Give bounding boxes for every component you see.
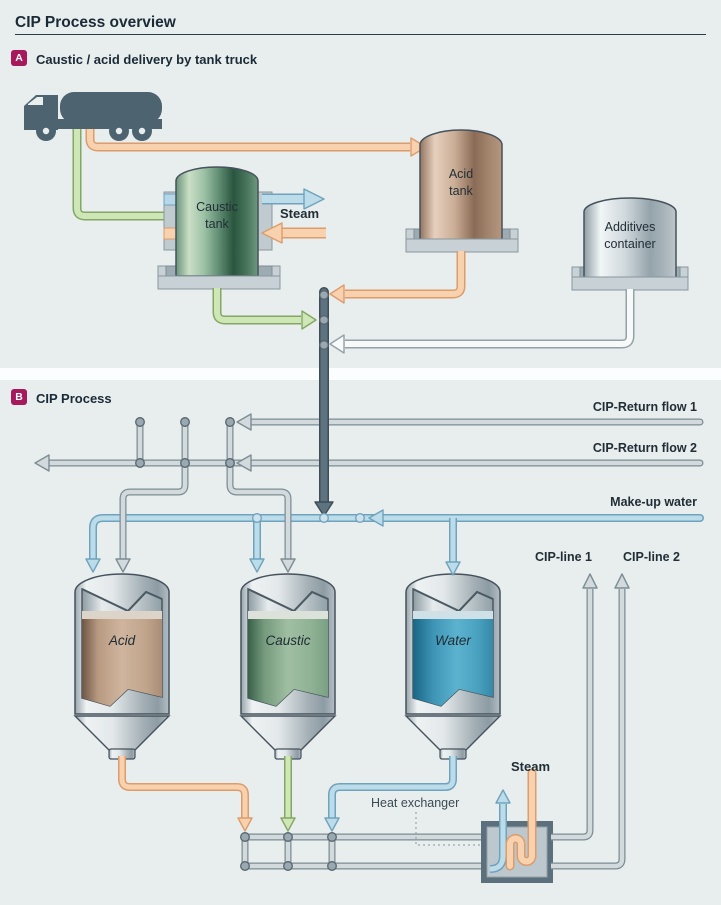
transfer-pipe-additives	[329, 289, 630, 354]
steam-label-bottom: Steam	[511, 759, 551, 774]
make-up-water-label: Make-up water	[610, 495, 697, 509]
outlet-pipe-acid	[122, 756, 253, 832]
section-divider	[0, 368, 721, 380]
heat-exchanger-label: Heat exchanger	[371, 796, 460, 810]
cip-tank-acid	[73, 573, 171, 760]
makeup-water-branches	[85, 509, 461, 576]
acid-tank	[405, 129, 519, 253]
central-transfer-pipe	[314, 291, 334, 517]
transfer-pipe-acid	[329, 251, 461, 304]
cip-tank-caustic	[239, 573, 337, 760]
cip-return-flow-1-pipe	[236, 413, 700, 431]
return-feed-pipe-caustic	[230, 422, 296, 573]
heat-exchanger-outlet-arrow	[490, 789, 511, 869]
steam-out-arrow	[262, 188, 325, 210]
return-feed-pipe-acid	[115, 422, 185, 573]
caustic-tank	[157, 166, 281, 290]
page-title: CIP Process overview	[15, 14, 176, 31]
section-b-title: CIP Process	[36, 391, 112, 406]
supply-manifold	[240, 832, 492, 871]
section-a-title: Caustic / acid delivery by tank truck	[36, 52, 258, 67]
cip-tank-caustic-label: Caustic	[265, 633, 311, 648]
outlet-pipe-caustic	[280, 756, 296, 832]
transfer-pipe-caustic	[217, 288, 317, 330]
cip-line-1-label: CIP-line 1	[535, 550, 592, 564]
additives-container-label: Additives container	[604, 220, 656, 251]
cip-tank-water	[404, 573, 502, 760]
cip-line-1-pipe	[551, 573, 598, 837]
cip-line-2-label: CIP-line 2	[623, 550, 680, 564]
cip-tank-acid-label: Acid	[108, 633, 136, 648]
section-a-badge: A	[11, 50, 27, 66]
cip-return-flow-2-pipe	[34, 454, 700, 472]
steam-label-top: Steam	[280, 206, 320, 221]
steam-coil-pipe	[510, 773, 532, 866]
steam-in-arrow	[261, 222, 326, 244]
caustic-tank-label: Caustic tank	[196, 200, 238, 231]
tank-truck-icon	[24, 92, 162, 141]
cip-return-flow-2-label: CIP-Return flow 2	[592, 441, 697, 455]
section-b-badge: B	[11, 389, 27, 405]
cip-tank-water-label: Water	[435, 633, 471, 648]
delivery-pipe-acid	[90, 126, 427, 157]
cip-line-2-pipe	[551, 573, 630, 866]
cip-return-flow-1-label: CIP-Return flow 1	[592, 400, 697, 414]
acid-tank-label: Acid tank	[448, 167, 474, 198]
heat-exchanger-leader-line	[415, 812, 480, 846]
outlet-pipe-water	[324, 756, 453, 832]
title-rule	[15, 34, 706, 35]
